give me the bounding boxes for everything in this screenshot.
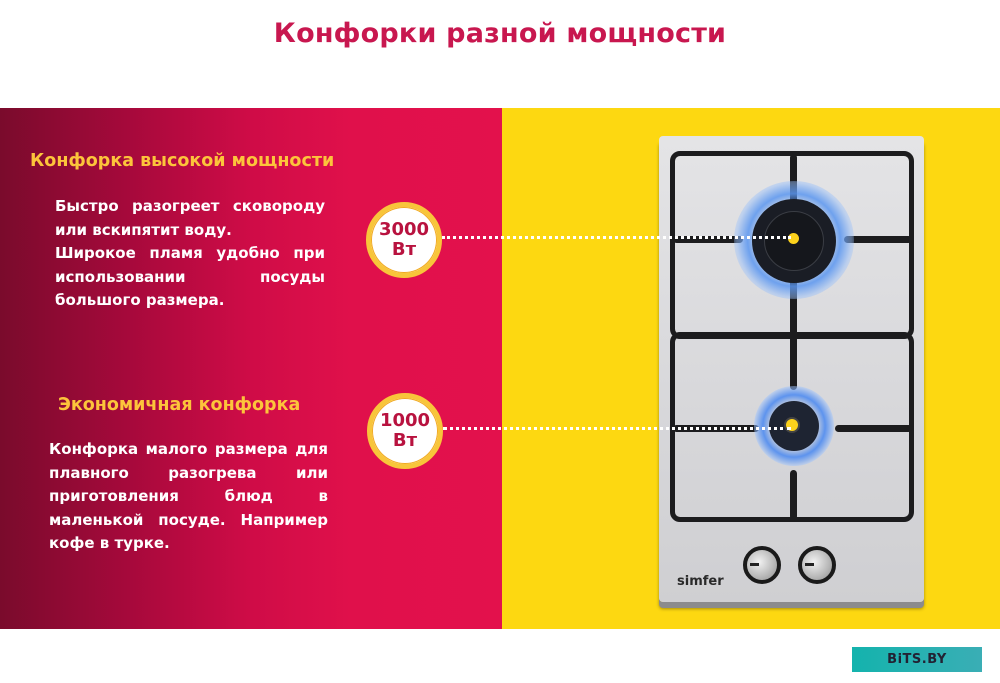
control-knob-left xyxy=(743,546,781,584)
page-title: Конфорки разной мощности xyxy=(273,18,727,49)
power-badge-3000: 3000 Вт xyxy=(366,202,442,278)
badge-unit: Вт xyxy=(392,430,418,451)
description-line: или вскипятит воду. xyxy=(55,220,232,239)
description-line: приготовления блюд в xyxy=(49,487,328,505)
economy-description: Конфорка малого размера для плавного раз… xyxy=(49,438,328,556)
high-power-description: Быстро разогреет сковороду или вскипятит… xyxy=(55,195,325,313)
gas-hob-image xyxy=(659,136,924,602)
grate-bar xyxy=(835,425,912,432)
power-badge-1000: 1000 Вт xyxy=(367,393,443,469)
connector-line-1000 xyxy=(443,427,791,430)
description-line: плавного разогрева или xyxy=(49,463,328,482)
left-info-panel xyxy=(0,108,502,629)
high-power-heading: Конфорка высокой мощности xyxy=(30,151,335,171)
watermark-logo: BiTS.BY xyxy=(852,647,982,672)
badge-unit: Вт xyxy=(391,239,417,260)
grate-bar xyxy=(790,470,797,520)
control-knob-right xyxy=(798,546,836,584)
description-line: использовании посуды xyxy=(55,267,325,286)
large-burner-marker xyxy=(788,233,799,244)
badge-value: 3000 xyxy=(378,219,430,240)
description-line: Широкое пламя удобно при xyxy=(55,244,325,262)
economy-heading: Экономичная конфорка xyxy=(58,395,301,415)
grate-bar xyxy=(790,271,797,336)
description-line: маленькой посуде. Например xyxy=(49,510,328,529)
grate-bar xyxy=(673,236,743,243)
brand-logo: simfer xyxy=(677,574,724,589)
description-line: большого размера. xyxy=(55,291,225,309)
connector-line-3000 xyxy=(442,236,791,239)
badge-value: 1000 xyxy=(379,410,431,431)
grate-bar xyxy=(790,335,797,390)
description-line: кофе в турке. xyxy=(49,534,170,552)
description-line: Конфорка малого размера для xyxy=(49,440,328,458)
grate-bar xyxy=(844,236,912,243)
description-line: Быстро разогреет сковороду xyxy=(55,197,325,215)
